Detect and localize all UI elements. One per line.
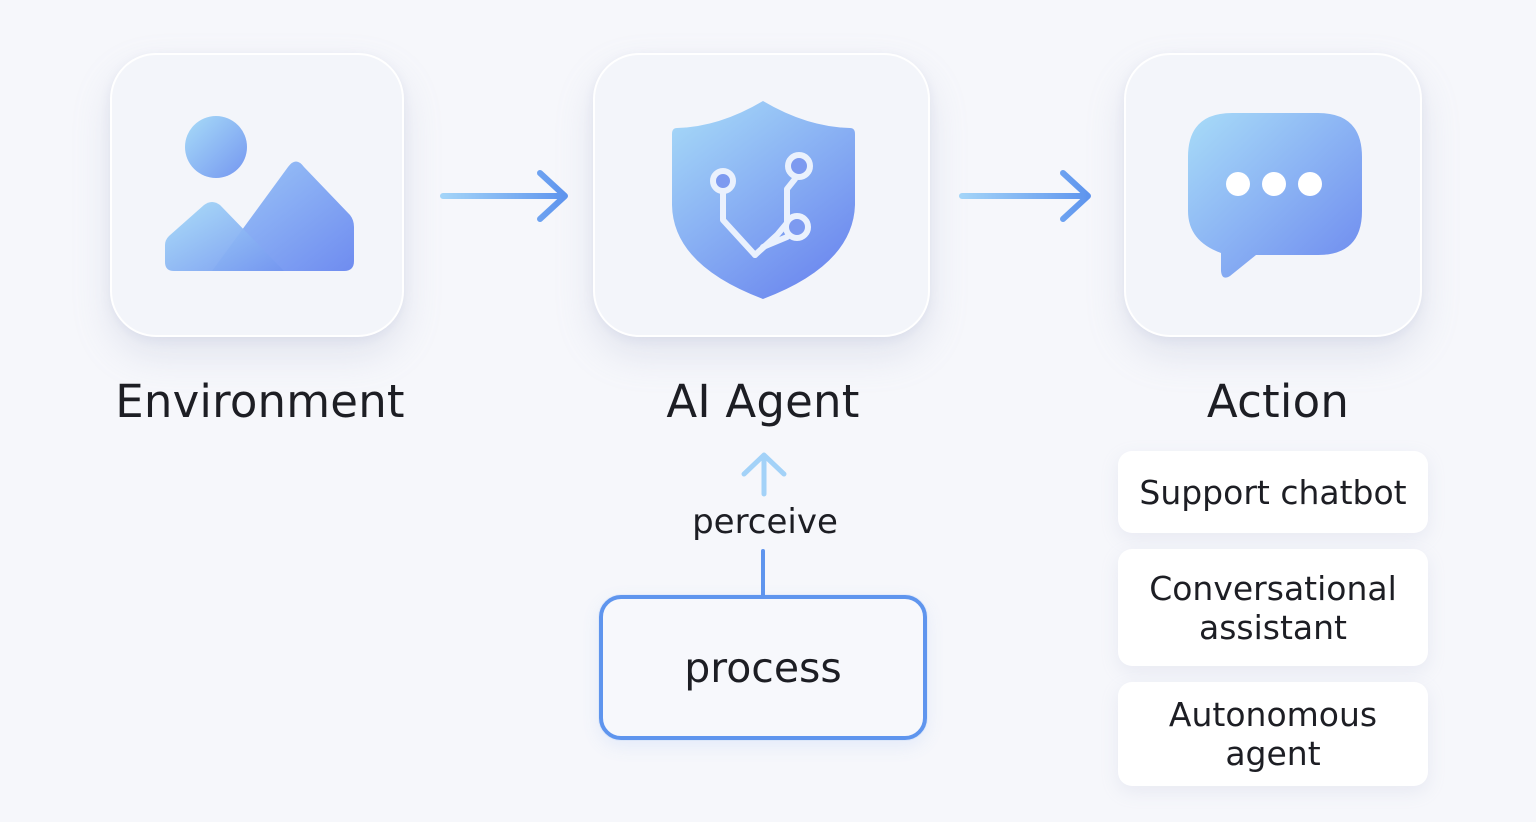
process-label: process [684,643,842,692]
action-card [1124,53,1422,337]
action-option-support-chatbot: Support chatbot [1118,451,1428,533]
process-box: process [599,595,927,740]
arrow-env-to-agent [440,170,568,222]
perceive-label: perceive [692,502,838,542]
ai-agent-title: AI Agent [666,375,860,428]
image-landscape-icon [165,116,354,271]
chat-bubble-icon [1188,113,1362,278]
action-option-autonomous-agent: Autonomous agent [1118,682,1428,786]
arrow-agent-to-action [959,170,1091,222]
action-option-conversational-assistant: Conversational assistant [1118,549,1428,666]
shield-circuit-icon [672,101,855,299]
ai-agent-card [593,53,930,337]
action-title: Action [1206,375,1350,428]
process-connector-line [761,549,765,600]
environment-title: Environment [115,375,405,428]
arrow-up-to-agent [741,452,787,497]
environment-card [110,53,404,337]
